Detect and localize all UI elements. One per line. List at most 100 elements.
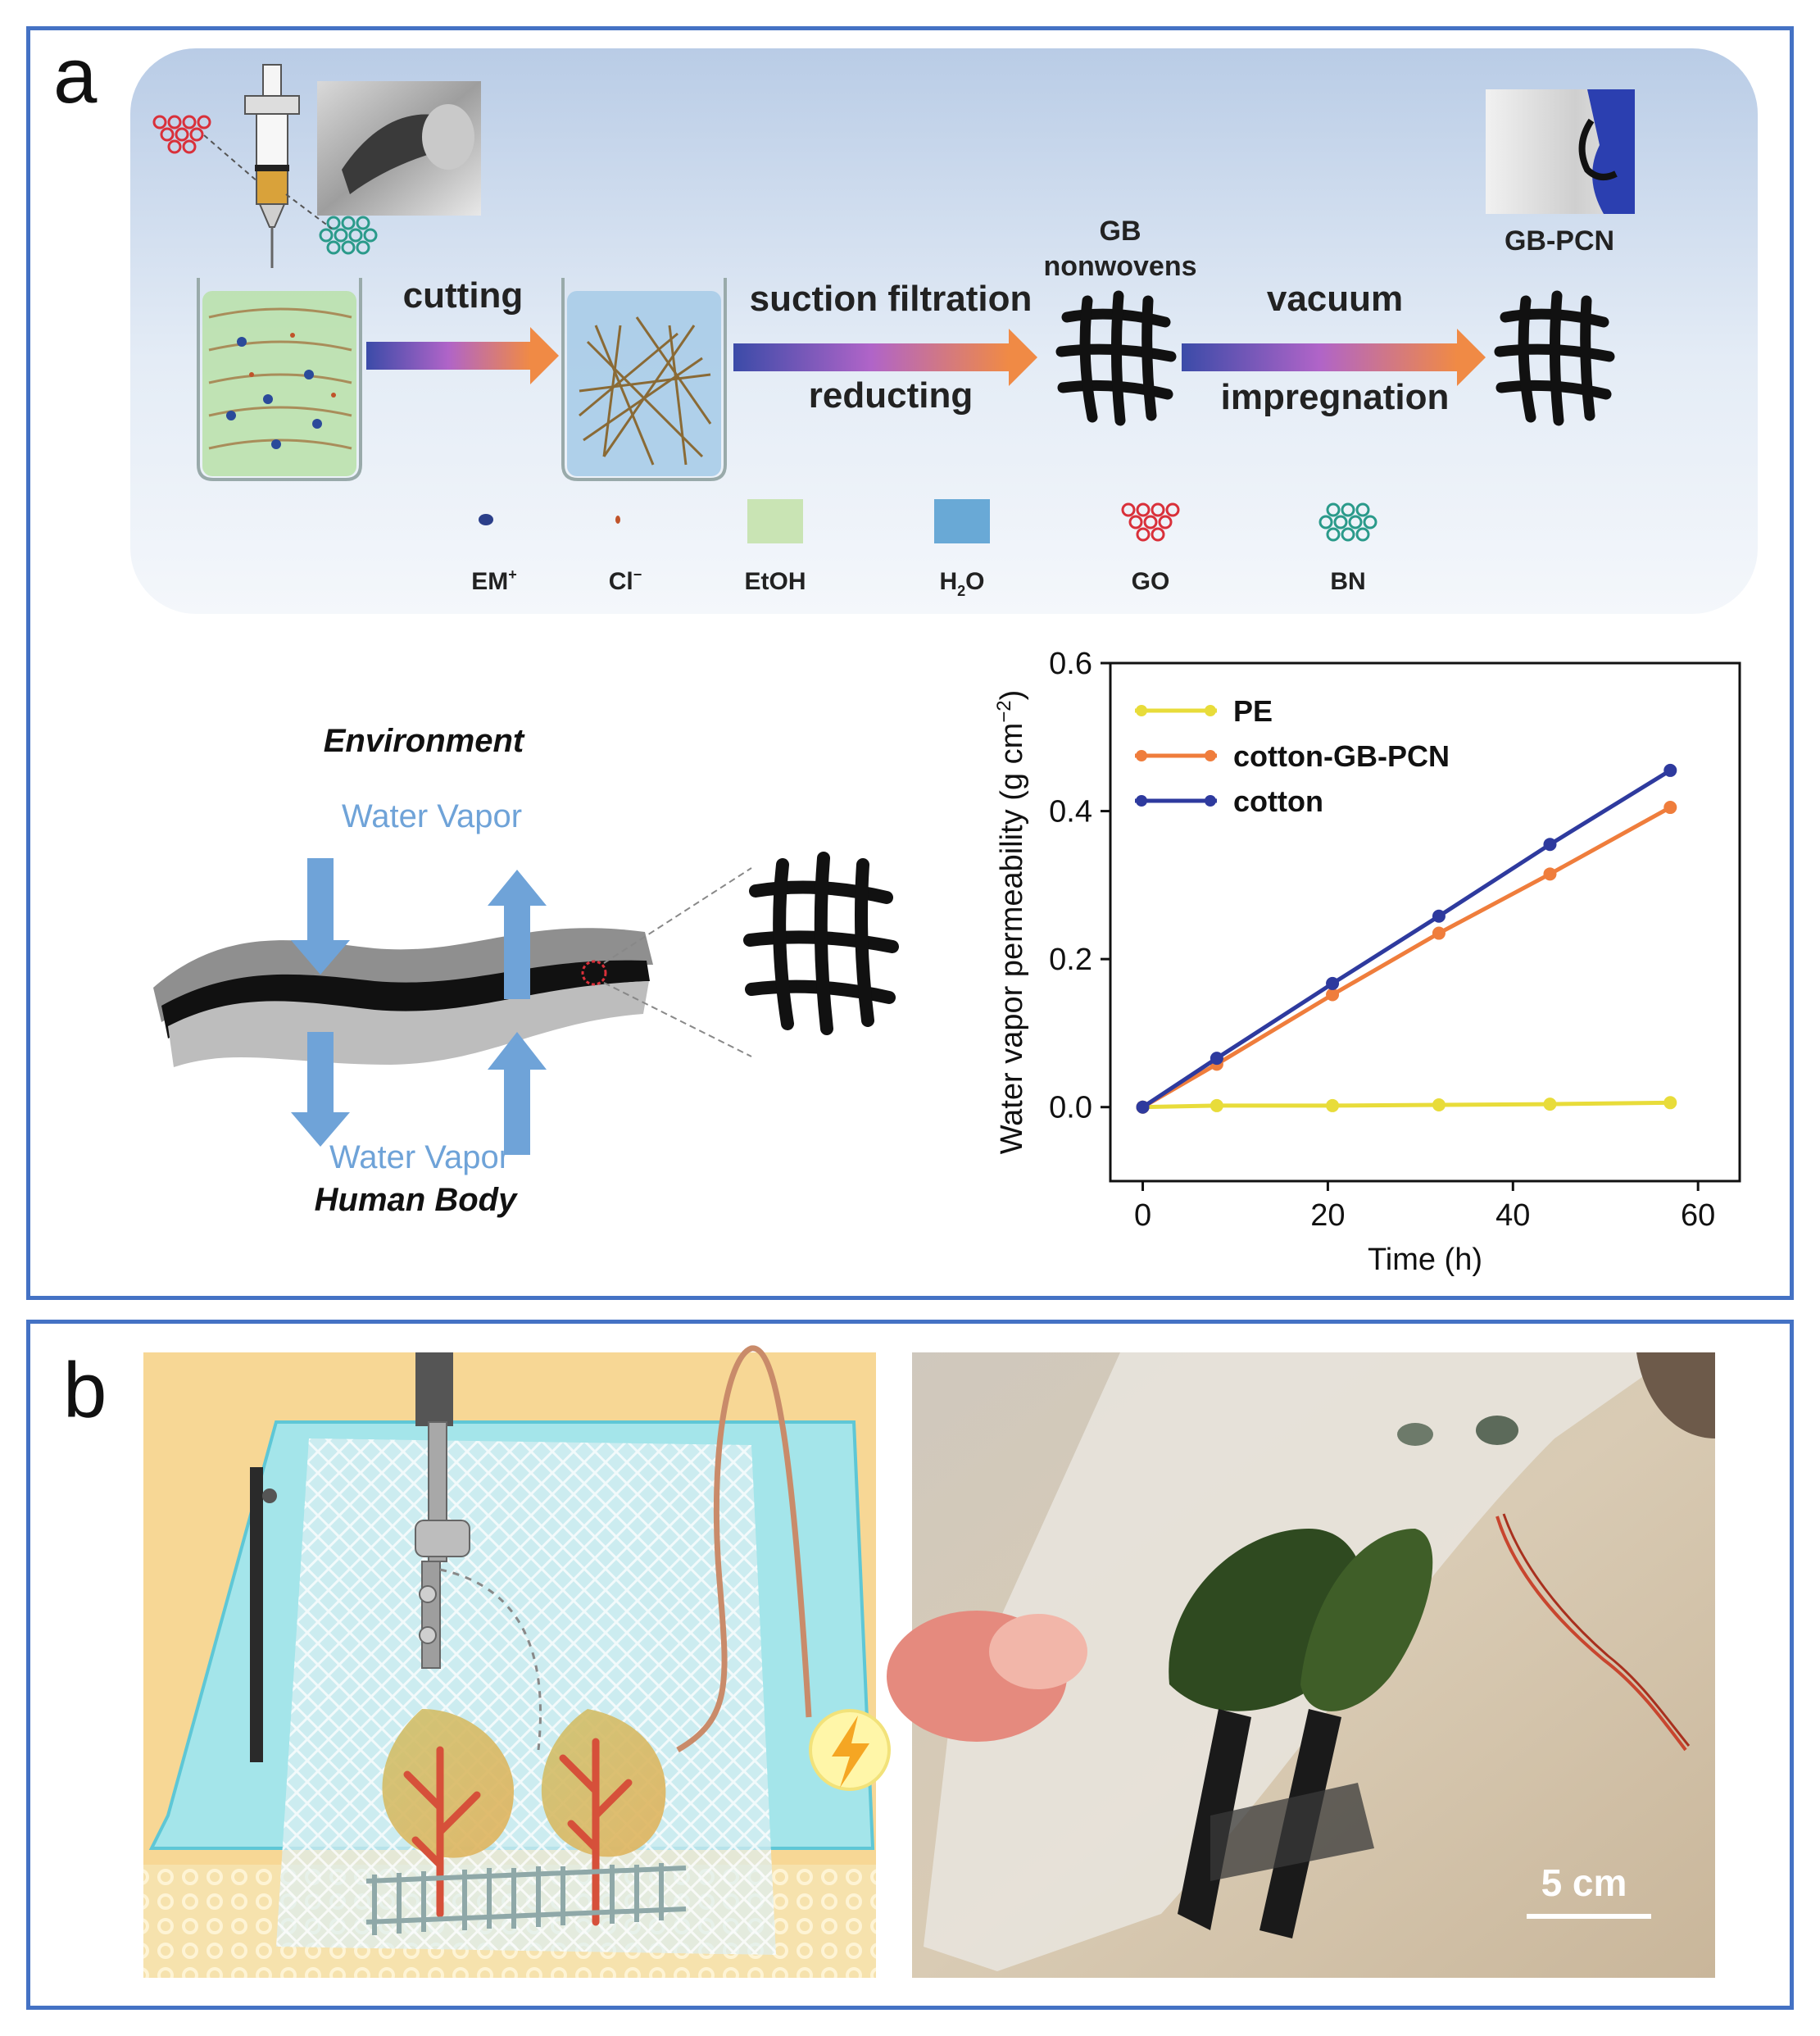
data-point [1210,1052,1223,1066]
vapor-arrow-down-1-head [291,940,350,975]
vapor-arrows [291,858,547,1155]
y-tick-label: 0.2 [1049,943,1092,977]
data-point [1663,763,1677,777]
data-point [1543,867,1557,881]
step-vacuum-label: vacuum [1267,279,1403,319]
series-line-cotton-gb-pcn [1141,805,1672,1109]
plate-edge [250,1467,263,1762]
vapor-arrow-down-2-head [291,1112,350,1147]
y-tick-label: 0.4 [1049,795,1092,829]
fiber-photo [317,81,481,216]
step-reducting-label: reducting [809,375,973,416]
wire [676,1345,812,1753]
fabric-zoom-mesh-icon [743,852,899,1035]
vapor-arrow-down-1 [307,858,334,948]
panel-b-canvas: 5 cm [143,1345,1715,1978]
gb-nonwoven-mesh-icon [1055,290,1177,426]
gb-pcn-photo [1486,89,1635,214]
data-point [1663,1096,1677,1110]
bn-legend-icon [1318,502,1377,542]
gb-label-line1: GB [1100,216,1141,247]
legend-entry: cotton-GB-PCN [1233,739,1450,773]
leaf-left [382,1709,514,1858]
legend-go: GO [1132,568,1170,595]
scale-bar [1527,1914,1651,1919]
vapor-arrow-up-1-head [488,870,547,906]
vapor-arrow-up-2-head [488,1032,547,1070]
legend-marker [1136,750,1147,761]
x-tick-label: 0 [1134,1198,1151,1233]
bn-molecule-icon [319,216,378,255]
data-point [1432,909,1446,923]
etoh-swatch [747,499,803,543]
chart-plot-area [1109,661,1741,1183]
y-axis-label: Water vapor permeability (g cm−2) [993,690,1029,1155]
process-banner [130,48,1758,614]
environment-label: Environment [324,723,525,759]
beaker-blue-icon [561,278,727,481]
panel-b: b [26,1320,1794,2010]
legend-marker [1205,705,1216,716]
data-point [1326,1098,1340,1112]
legend-marker [1136,795,1147,807]
cl-icon [615,516,620,524]
data-point [1432,1098,1446,1112]
legend-h2o: H2O [939,568,984,599]
arrow-filtration [733,329,1037,386]
h2o-swatch [934,499,990,543]
go-legend-icon [1121,502,1180,542]
data-point [1326,976,1340,990]
gb-label-line2: nonwovens [1043,251,1196,282]
beaker-green-icon [197,278,362,481]
legend-etoh: EtOH [745,568,806,595]
data-point [1326,988,1340,1002]
x-tick-label: 60 [1681,1198,1715,1233]
y-tick-label: 0.6 [1049,647,1092,681]
chart-ticks: 0 20 40 60 0.0 0.2 0.4 0.6 [1049,647,1715,1233]
vapor-arrow-up-2 [504,1065,530,1155]
data-point [1432,926,1446,940]
em-icon [479,514,493,525]
arrow-cutting [366,327,559,384]
fabric-layer [153,928,653,1067]
leaf-right [541,1709,666,1857]
panel-a: a [26,26,1794,1300]
vapor-arrow-down-2 [307,1032,334,1119]
y-tick-label: 0.0 [1049,1091,1092,1125]
water-vapor-top-label: Water Vapor [342,798,522,834]
arrow-vacuum [1182,329,1486,386]
go-molecule-icon [152,115,211,154]
gb-pcn-label: GB-PCN [1505,225,1614,257]
water-vapor-bottom-label: Water Vapor [329,1139,510,1175]
legend-em: EM+ [471,566,517,595]
legend-bn: BN [1330,568,1365,595]
legend-entry: PE [1233,694,1273,728]
legend-marker [1205,750,1216,761]
x-tick-label: 40 [1495,1198,1530,1233]
syringe-icon [244,64,300,268]
series-line-pe [1142,1100,1671,1110]
panel-a-label: a [53,32,98,120]
data-point [1663,801,1677,815]
fabric-photo: 5 cm [887,1352,1715,1978]
chart-series [1136,763,1677,1114]
legend-icons [479,499,1377,543]
x-tick-label: 20 [1310,1198,1345,1233]
step-filtration-label: suction filtration [750,279,1033,319]
legend-cl: Cl− [609,566,642,595]
tree-canopy-right [1300,1529,1433,1711]
series-line-cotton [1141,768,1672,1109]
fence [365,1863,687,1935]
vapor-arrow-up-1 [504,899,530,999]
scale-bar-label: 5 cm [1541,1861,1627,1904]
step-cutting-label: cutting [403,275,524,316]
sewing-illustration [143,1345,891,1978]
data-point [1136,1100,1150,1114]
legend-marker [1205,795,1216,807]
panel-b-label: b [63,1347,107,1434]
data-point [1543,838,1557,852]
x-axis-label: Time (h) [1368,1243,1482,1277]
human-body-label: Human Body [315,1182,518,1218]
